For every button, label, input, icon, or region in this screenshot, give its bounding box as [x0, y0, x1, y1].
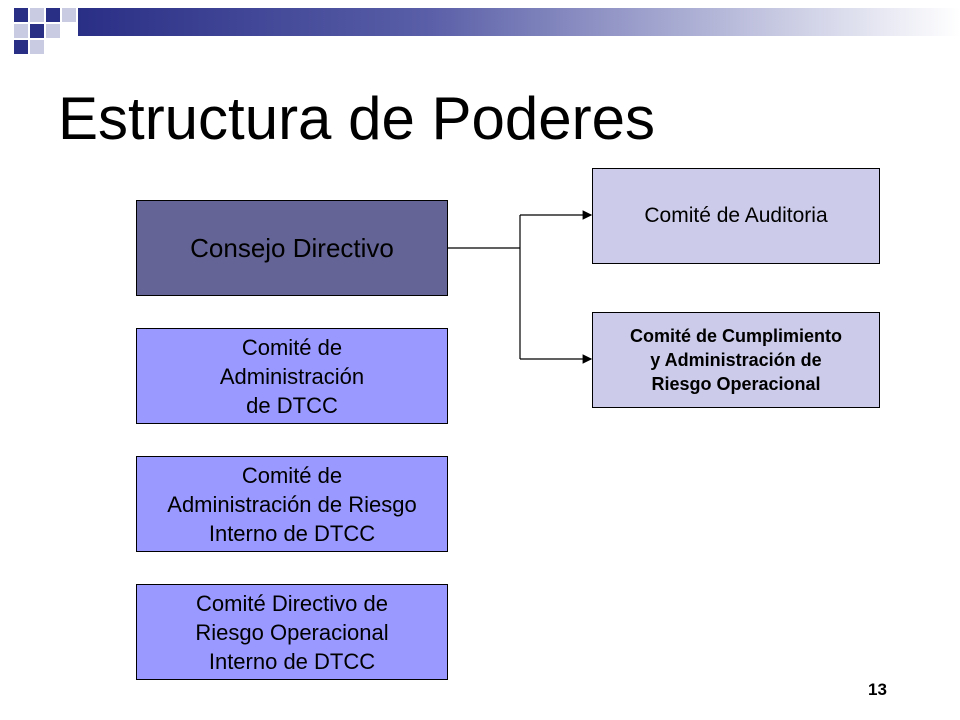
committee-label: Comité de Administración de DTCC [219, 334, 365, 418]
decor-square [62, 8, 76, 22]
compliance-committee-box: Comité de Cumplimiento y Administración … [592, 312, 880, 408]
committee-label: Comité de Administración de Riesgo Inter… [167, 462, 417, 546]
decor-square [30, 40, 44, 54]
committee-label: Comité de Cumplimiento y Administración … [629, 326, 842, 394]
board-label: Consejo Directivo [190, 232, 394, 263]
operational-risk-committee-box: Comité Directivo de Riesgo Operacional I… [136, 584, 448, 680]
decor-square [46, 8, 60, 22]
risk-admin-committee-box: Comité de Administración de Riesgo Inter… [136, 456, 448, 552]
admin-committee-box: Comité de Administración de DTCC [136, 328, 448, 424]
header-bar [78, 8, 960, 36]
audit-committee-box: Comité de Auditoria [592, 168, 880, 264]
page-number: 13 [868, 680, 887, 699]
decor-square [46, 24, 60, 38]
board-box: Consejo Directivo [136, 200, 448, 296]
decor-square [14, 24, 28, 38]
committee-label: Comité Directivo de Riesgo Operacional I… [195, 590, 389, 674]
page-title: Estructura de Poderes [58, 85, 655, 152]
decor-square [14, 40, 28, 54]
decor-square [30, 24, 44, 38]
committee-label: Comité de Auditoria [644, 204, 828, 227]
decor-square [30, 8, 44, 22]
decor-square [14, 8, 28, 22]
